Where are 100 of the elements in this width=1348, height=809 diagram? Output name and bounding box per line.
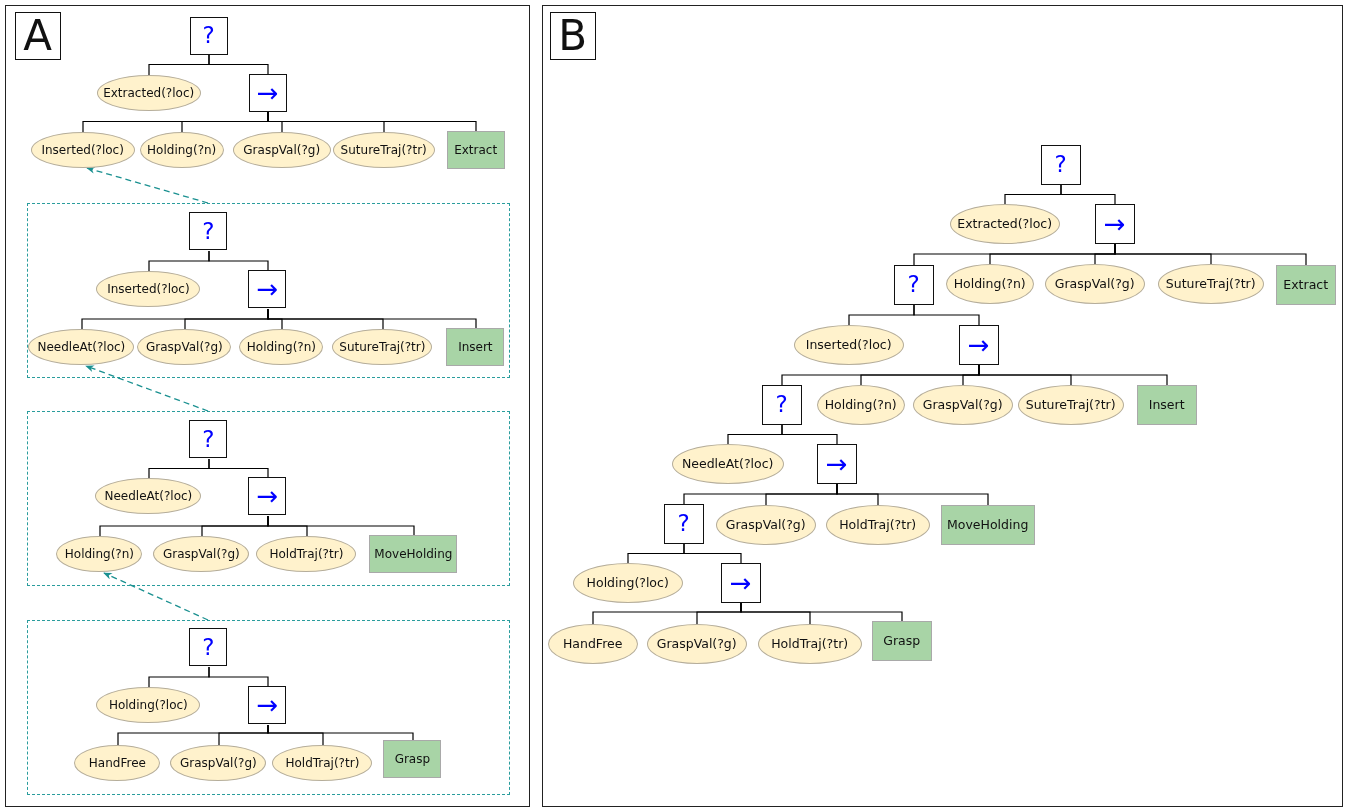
panel-frame (542, 5, 1343, 807)
condition-text: Holding(?loc) (586, 575, 669, 591)
tree-connector (208, 458, 269, 479)
fallback-box (893, 264, 934, 305)
sequence-box (248, 73, 287, 112)
condition-text: Holding(?n) (64, 547, 134, 562)
fallback-symbol: ? (1054, 153, 1067, 177)
fallback-box (189, 420, 228, 459)
action-text: Grasp (394, 752, 431, 767)
condition-text: GraspVal(?g) (163, 547, 240, 562)
sequence-symbol: → (256, 483, 279, 510)
panel-letter-box (14, 11, 61, 60)
condition-text: GraspVal(?g) (725, 517, 806, 533)
condition-text: SutureTraj(?tr) (339, 340, 426, 355)
fallback-symbol: ? (202, 427, 215, 451)
tree-connector (208, 666, 269, 688)
condition-text: HandFree (562, 636, 623, 652)
action-text: Extract (454, 142, 498, 157)
sequence-box (248, 686, 287, 725)
tree-connector (781, 424, 838, 445)
panel-letter-box (549, 11, 596, 60)
fallback-symbol: ? (907, 273, 920, 297)
sequence-symbol: → (729, 569, 752, 596)
action-box (871, 620, 932, 661)
tree-connector (740, 602, 903, 622)
condition-text: GraspVal(?g) (922, 397, 1003, 413)
condition-text: GraspVal(?g) (243, 142, 321, 157)
condition-text: Holding(?n) (246, 340, 316, 355)
action-box (446, 130, 505, 169)
dashed-group-box (26, 619, 510, 795)
fallback-symbol: ? (677, 512, 690, 536)
tree-connector (267, 515, 415, 537)
condition-text: GraspVal(?g) (180, 756, 257, 771)
dashed-group-box (26, 202, 510, 378)
fallback-box (1040, 144, 1081, 185)
condition-text: Inserted(?loc) (41, 142, 124, 157)
condition-text: NeedleAt(?loc) (37, 340, 126, 355)
sequence-symbol: → (256, 692, 279, 719)
condition-text: SutureTraj(?tr) (1025, 397, 1116, 413)
sequence-symbol: → (967, 331, 990, 358)
action-box (940, 504, 1035, 545)
condition-text: NeedleAt(?loc) (104, 489, 193, 504)
condition-ellipse (28, 329, 135, 366)
action-text: Insert (458, 340, 493, 355)
fallback-box (189, 628, 228, 667)
panel-letter: B (558, 13, 588, 58)
fallback-symbol: ? (202, 24, 215, 48)
tree-connector (267, 308, 477, 330)
sequence-symbol: → (825, 450, 848, 477)
dashed-group-box (26, 410, 510, 586)
fallback-symbol: ? (775, 393, 788, 417)
tree-connector (208, 54, 269, 75)
action-box (369, 535, 458, 574)
sequence-box (720, 562, 761, 603)
action-box (446, 328, 505, 367)
expansion-arrow (85, 365, 209, 412)
condition-text: NeedleAt(?loc) (681, 456, 774, 472)
action-box (383, 740, 442, 779)
fallback-box (663, 503, 704, 544)
tree-connector (978, 364, 1168, 386)
action-text: MoveHolding (947, 517, 1029, 533)
tree-connector (267, 724, 414, 742)
sequence-box (248, 477, 287, 516)
fallback-symbol: ? (202, 219, 215, 243)
condition-text: GraspVal(?g) (656, 636, 737, 652)
tree-connector (683, 543, 742, 564)
condition-text: HoldTraj(?tr) (771, 636, 849, 652)
condition-text: HandFree (88, 756, 146, 771)
tree-connector (836, 483, 989, 506)
condition-text: Holding(?n) (147, 142, 217, 157)
sequence-symbol: → (1103, 210, 1126, 237)
fallback-symbol: ? (202, 635, 215, 659)
fallback-box (189, 16, 228, 55)
fallback-box (761, 384, 802, 425)
condition-text: SutureTraj(?tr) (340, 142, 427, 157)
condition-text: Extracted(?loc) (103, 85, 195, 100)
fallback-box (189, 212, 228, 251)
condition-text: Holding(?loc) (108, 698, 188, 713)
action-text: Insert (1148, 397, 1185, 413)
sequence-box (1094, 203, 1135, 244)
sequence-box (816, 443, 857, 484)
condition-text: HoldTraj(?tr) (285, 756, 360, 771)
action-text: Extract (1283, 277, 1329, 293)
condition-text: Extracted(?loc) (957, 216, 1053, 232)
action-text: Grasp (883, 633, 921, 649)
sequence-symbol: → (256, 79, 279, 106)
tree-connector (208, 250, 269, 272)
action-text: MoveHolding (374, 547, 453, 562)
sequence-symbol: → (256, 276, 279, 303)
action-box (1136, 384, 1197, 425)
sequence-box (248, 270, 287, 309)
expansion-arrow (103, 572, 209, 621)
tree-connector (267, 111, 477, 132)
expansion-arrow (86, 166, 209, 204)
condition-text: GraspVal(?g) (1054, 276, 1135, 292)
tree-connector (1060, 184, 1116, 205)
panel-frame (5, 5, 530, 807)
panel-letter: A (23, 13, 53, 58)
tree-connector (913, 304, 980, 326)
action-box (1275, 264, 1336, 305)
